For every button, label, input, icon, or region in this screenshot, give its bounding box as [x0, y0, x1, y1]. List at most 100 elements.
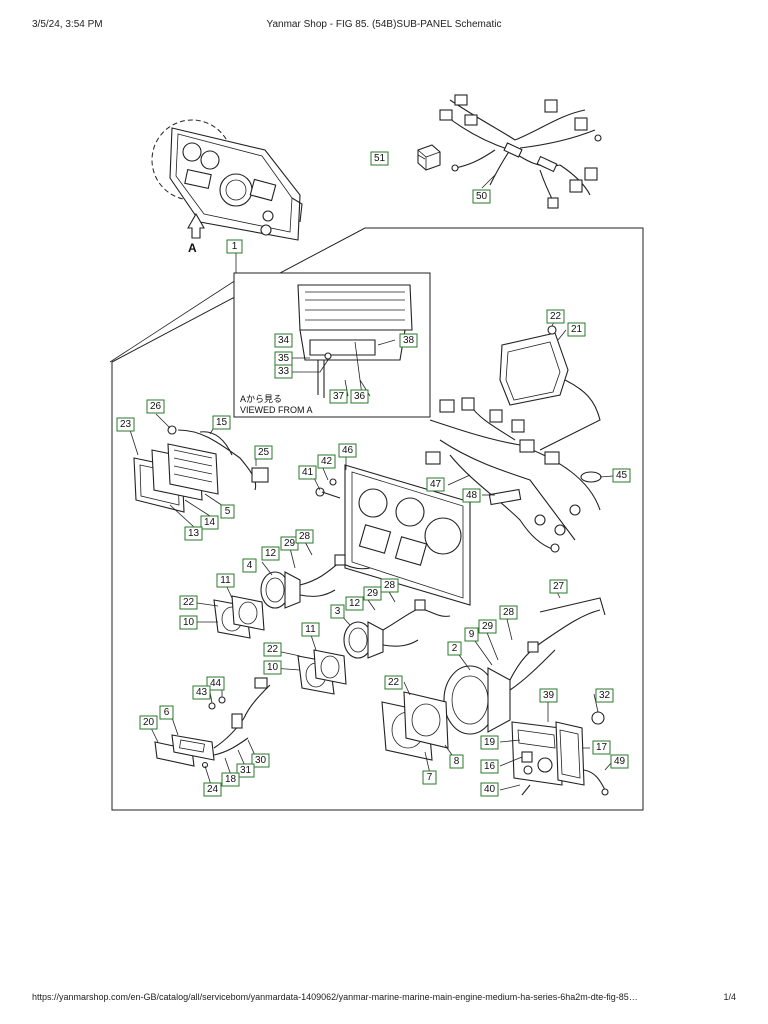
callout-14: 14 — [200, 515, 219, 530]
callout-labels: 1 51 50 34 38 35 33 37 36 22 21 26 15 23… — [116, 151, 631, 797]
svg-text:17: 17 — [596, 742, 608, 753]
svg-text:31: 31 — [240, 765, 252, 776]
callout-28a: 28 — [295, 529, 314, 544]
print-page-number: 1/4 — [723, 992, 736, 1002]
svg-text:28: 28 — [384, 580, 396, 591]
svg-text:42: 42 — [321, 456, 333, 467]
svg-text:29: 29 — [482, 621, 494, 632]
svg-text:47: 47 — [430, 479, 442, 490]
callout-34: 34 — [274, 333, 293, 348]
callout-38: 38 — [399, 333, 418, 348]
svg-text:25: 25 — [258, 447, 270, 458]
callout-18: 18 — [221, 772, 240, 787]
print-header: 3/5/24, 3:54 PM Yanmar Shop - FIG 85. (5… — [0, 0, 768, 40]
warning-lamp-assembly — [154, 677, 271, 769]
svg-text:33: 33 — [278, 366, 290, 377]
callout-22c: 22 — [384, 675, 403, 690]
print-page-title: Yanmar Shop - FIG 85. (54B)SUB-PANEL Sch… — [266, 19, 502, 30]
callout-9: 9 — [464, 627, 479, 642]
callout-29b: 29 — [363, 586, 382, 601]
svg-text:16: 16 — [484, 761, 496, 772]
callout-46: 46 — [338, 443, 357, 458]
svg-text:11: 11 — [220, 575, 231, 586]
callout-12a: 12 — [261, 546, 280, 561]
callout-13: 13 — [184, 526, 203, 541]
svg-text:10: 10 — [267, 662, 279, 673]
callout-43: 43 — [192, 685, 211, 700]
callout-11b: 11 — [301, 622, 320, 637]
relay-51 — [417, 144, 441, 171]
callout-6: 6 — [159, 705, 174, 720]
svg-text:15: 15 — [216, 417, 228, 428]
callout-10b: 10 — [263, 660, 282, 675]
svg-text:48: 48 — [466, 490, 478, 501]
svg-text:28: 28 — [503, 607, 515, 618]
callout-11a: 11 — [216, 573, 235, 588]
svg-text:4: 4 — [247, 560, 253, 571]
callout-30: 30 — [251, 753, 270, 768]
svg-text:34: 34 — [278, 335, 290, 346]
svg-text:36: 36 — [354, 391, 366, 402]
svg-text:41: 41 — [302, 467, 314, 478]
svg-text:20: 20 — [143, 717, 155, 728]
callout-22b: 22 — [263, 642, 282, 657]
callout-44: 44 — [206, 676, 225, 691]
svg-text:37: 37 — [333, 391, 345, 402]
view-arrow-a: A — [187, 212, 205, 255]
callout-31: 31 — [236, 763, 255, 778]
gauge-4-assembly — [213, 554, 371, 639]
callout-25: 25 — [254, 445, 273, 460]
svg-text:35: 35 — [278, 353, 290, 364]
callout-27: 27 — [549, 579, 568, 594]
meter-assembly-left — [133, 425, 269, 513]
inset-label-jp: Aから見る — [240, 394, 282, 404]
callout-26: 26 — [146, 399, 165, 414]
svg-text:49: 49 — [614, 756, 626, 767]
callout-4: 4 — [242, 558, 257, 573]
svg-text:9: 9 — [469, 629, 475, 640]
callout-1: 1 — [226, 239, 243, 254]
svg-text:21: 21 — [571, 324, 583, 335]
svg-text:26: 26 — [150, 401, 162, 412]
callout-28b: 28 — [380, 578, 399, 593]
callout-29c: 29 — [478, 619, 497, 634]
callout-8: 8 — [449, 754, 464, 769]
svg-text:29: 29 — [284, 538, 296, 549]
callout-49: 49 — [610, 754, 629, 769]
callout-51: 51 — [370, 151, 389, 166]
callout-17: 17 — [592, 740, 611, 755]
svg-text:7: 7 — [427, 772, 433, 783]
svg-text:39: 39 — [543, 690, 555, 701]
svg-text:28: 28 — [299, 531, 311, 542]
callout-36: 36 — [350, 389, 369, 404]
callout-37: 37 — [329, 389, 348, 404]
svg-text:29: 29 — [367, 588, 379, 599]
callout-15: 15 — [212, 415, 231, 430]
callout-40: 40 — [480, 782, 499, 797]
callout-45: 45 — [612, 468, 631, 483]
callout-22: 22 — [546, 309, 565, 324]
svg-text:32: 32 — [599, 690, 611, 701]
callout-50: 50 — [472, 189, 491, 204]
callout-12b: 12 — [345, 596, 364, 611]
callout-16: 16 — [480, 759, 499, 774]
callout-20: 20 — [139, 715, 158, 730]
callout-10a: 10 — [179, 615, 198, 630]
wire-harness-50 — [439, 94, 602, 209]
callout-22a: 22 — [179, 595, 198, 610]
svg-text:13: 13 — [188, 528, 200, 539]
svg-text:40: 40 — [484, 784, 496, 795]
callout-3: 3 — [330, 604, 345, 619]
svg-text:22: 22 — [267, 644, 279, 655]
svg-text:19: 19 — [484, 737, 496, 748]
svg-text:1: 1 — [232, 241, 238, 252]
callout-19: 19 — [480, 735, 499, 750]
print-url: https://yanmarshop.com/en-GB/catalog/all… — [32, 992, 638, 1002]
sub-panel-overview — [151, 119, 303, 241]
callout-2: 2 — [447, 641, 462, 656]
svg-text:12: 12 — [265, 548, 277, 559]
main-harness-47 — [425, 325, 602, 553]
svg-text:23: 23 — [120, 419, 132, 430]
callout-28c: 28 — [499, 605, 518, 620]
